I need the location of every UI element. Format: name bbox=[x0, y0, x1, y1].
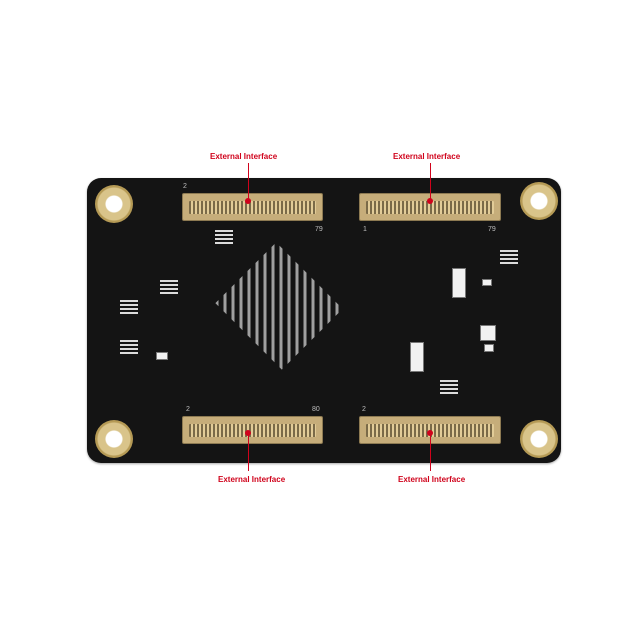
mounting-hole-top-left bbox=[95, 185, 133, 223]
pin-label: 79 bbox=[488, 226, 496, 233]
annotation-line bbox=[248, 433, 249, 471]
annotation-dot bbox=[245, 430, 251, 436]
annotation-dot bbox=[245, 198, 251, 204]
connector-slot bbox=[366, 201, 494, 214]
component bbox=[120, 300, 138, 314]
annotation-label-bottom-left: External Interface bbox=[218, 475, 286, 484]
component bbox=[500, 250, 518, 264]
pin-label: 79 bbox=[315, 226, 323, 233]
connector-top-left bbox=[182, 193, 323, 221]
component bbox=[484, 344, 494, 352]
component bbox=[452, 268, 466, 298]
annotation-line bbox=[248, 163, 249, 201]
component bbox=[482, 279, 492, 286]
component bbox=[440, 380, 458, 394]
annotation-label-bottom-right: External Interface bbox=[398, 475, 466, 484]
annotation-dot bbox=[427, 198, 433, 204]
component bbox=[480, 325, 496, 341]
annotation-label-top-right: External Interface bbox=[393, 152, 461, 161]
mounting-hole-top-right bbox=[520, 182, 558, 220]
component bbox=[410, 342, 424, 372]
annotation-label-top-left: External Interface bbox=[210, 152, 278, 161]
connector-bottom-left bbox=[182, 416, 323, 444]
component bbox=[156, 352, 168, 360]
mounting-hole-bottom-left bbox=[95, 420, 133, 458]
annotation-line bbox=[430, 433, 431, 471]
pin-label: 1 bbox=[363, 226, 367, 233]
pin-label: 2 bbox=[362, 406, 366, 413]
mounting-hole-bottom-right bbox=[520, 420, 558, 458]
component bbox=[160, 280, 178, 294]
component bbox=[215, 230, 233, 244]
connector-slot bbox=[189, 424, 316, 437]
annotation-dot bbox=[427, 430, 433, 436]
component bbox=[120, 340, 138, 354]
connector-slot bbox=[189, 201, 316, 214]
pin-label: 80 bbox=[312, 406, 320, 413]
pin-label: 2 bbox=[186, 406, 190, 413]
pin-label: 2 bbox=[183, 183, 187, 190]
annotation-line bbox=[430, 163, 431, 201]
